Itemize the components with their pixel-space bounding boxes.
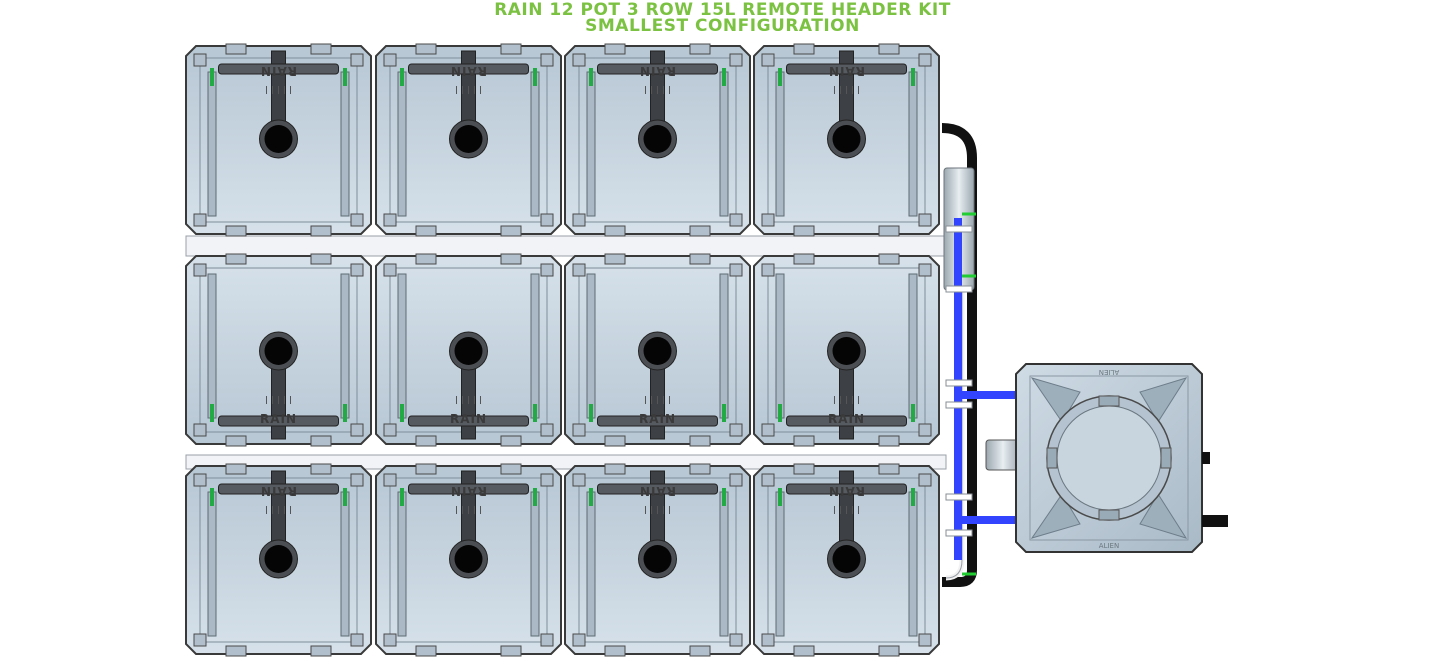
pot-brand-label: RAIN [450,412,487,426]
pot-brand-label: RAIN [260,484,297,498]
feed-clips [945,225,973,537]
tank-outlet-bottom [1202,515,1228,527]
pot: RAIN [185,463,372,657]
pot: RAIN [185,43,372,237]
pot-brand-label: RAIN [260,412,297,426]
pot: RAIN [753,253,940,447]
diagram-subtitle: SMALLEST CONFIGURATION [585,16,860,36]
pot-brand-label: RAIN [828,64,865,78]
tank-label-top: ALIEN [1099,368,1119,376]
pot: RAIN [375,253,562,447]
pump-connector [985,439,1021,471]
pot-brand-label: RAIN [828,412,865,426]
pot-brand-label: RAIN [450,484,487,498]
pot: RAIN [185,253,372,447]
pot: RAIN [564,43,751,237]
pot-brand-label: RAIN [639,484,676,498]
header-pipe-bottom [185,454,947,470]
pot: RAIN [375,463,562,657]
header-tank: ALIEN ALIEN [1015,363,1203,553]
pot: RAIN [753,463,940,657]
pot-brand-label: RAIN [828,484,865,498]
pot-brand-label: RAIN [639,64,676,78]
pot: RAIN [753,43,940,237]
feed-connectors [962,212,976,576]
feed-lines [954,218,1016,560]
pot: RAIN [564,463,751,657]
pot: RAIN [375,43,562,237]
drain-pipe [941,123,977,587]
pot-brand-label: RAIN [450,64,487,78]
pot-brand-label: RAIN [260,64,297,78]
header-pipe-top [185,235,947,257]
tank-label-bottom: ALIEN [1099,542,1119,550]
pot-brand-label: RAIN [639,412,676,426]
tank-outlet-top [1202,452,1210,464]
diagram-title: RAIN 12 POT 3 ROW 15L REMOTE HEADER KIT [494,0,951,20]
pot: RAIN [564,253,751,447]
